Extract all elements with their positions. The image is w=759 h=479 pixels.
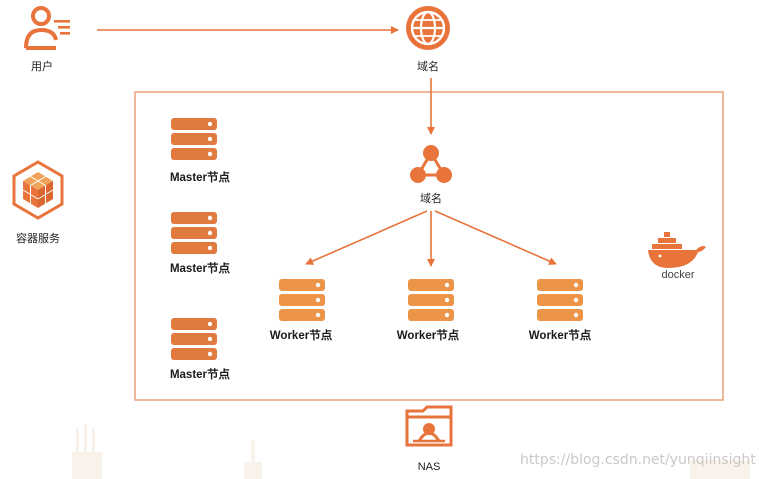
- globe-icon: [406, 6, 450, 50]
- watermark-text: https://blog.csdn.net/yunqiinsight: [520, 452, 756, 468]
- docker-whale-icon: [648, 232, 706, 268]
- worker-server-icon-3: [537, 279, 583, 321]
- master-node-label-2: Master节点: [169, 263, 231, 275]
- master-server-icon-2: [171, 212, 217, 254]
- nas-folder-icon: [405, 405, 453, 447]
- user-label: 用户: [31, 61, 53, 73]
- load-balancer-icon: [410, 145, 452, 183]
- master-server-icon-1: [171, 118, 217, 160]
- edge-lb-to-worker-1: [305, 210, 428, 265]
- domain-top-label: 域名: [417, 61, 439, 73]
- worker-node-label-3: Worker节点: [528, 330, 592, 342]
- nas-label: NAS: [417, 461, 441, 473]
- worker-node-label-1: Worker节点: [269, 330, 333, 342]
- master-server-icon-3: [171, 318, 217, 360]
- container-cube-icon: [12, 160, 64, 220]
- edge-lb-to-worker-3: [434, 210, 557, 265]
- worker-node-label-2: Worker节点: [396, 330, 460, 342]
- container-service-label: 容器服务: [16, 233, 60, 245]
- master-node-label-3: Master节点: [169, 369, 231, 381]
- docker-label: docker: [661, 269, 695, 281]
- master-node-label-1: Master节点: [169, 172, 231, 184]
- user-icon: [24, 6, 70, 50]
- worker-server-icon-1: [279, 279, 325, 321]
- background-decoration: [72, 424, 750, 479]
- domain-lb-label: 域名: [420, 193, 442, 205]
- worker-server-icon-2: [408, 279, 454, 321]
- cluster-boundary: [134, 91, 724, 401]
